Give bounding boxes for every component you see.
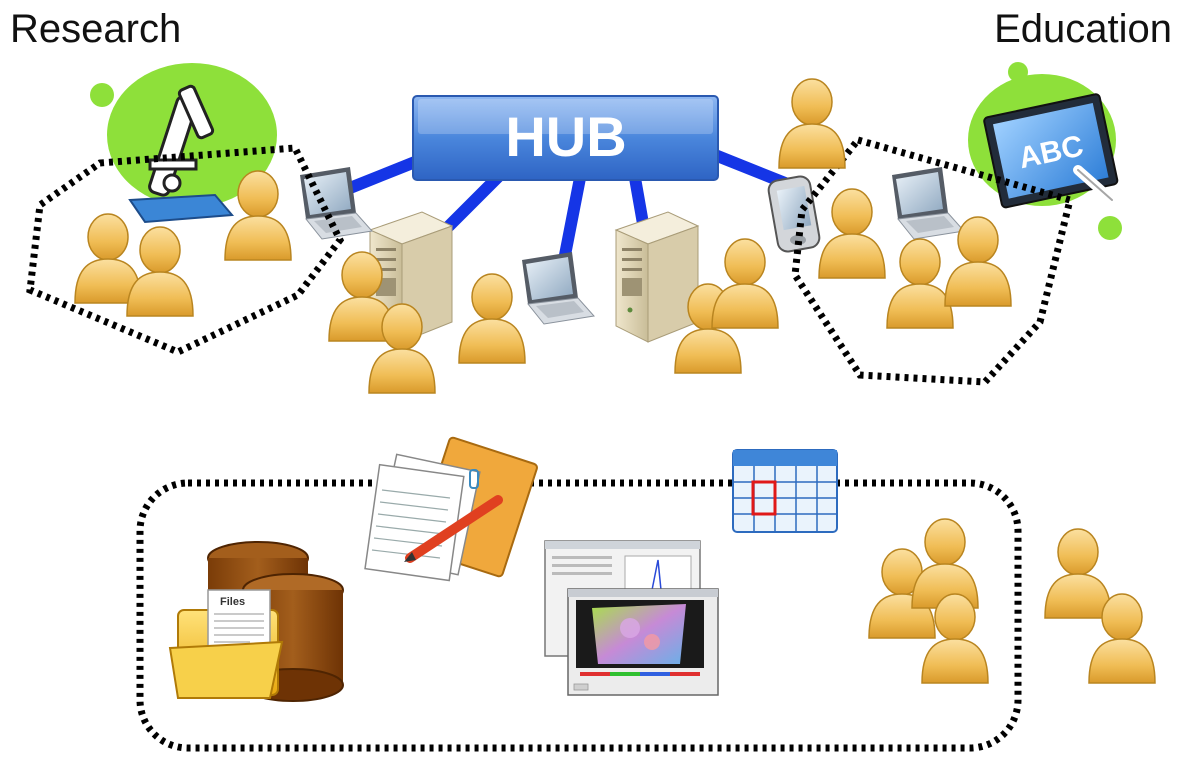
- calendar-icon: [732, 449, 838, 533]
- user-icon: [886, 238, 954, 329]
- research-group-outline: [26, 144, 345, 356]
- user-icon: [818, 188, 886, 279]
- laptop-icon: [891, 166, 965, 240]
- server-icon: [615, 211, 699, 343]
- files-folder-icon: Files: [168, 589, 284, 699]
- user-icon: [1044, 528, 1112, 619]
- hub-box: HUB: [412, 95, 719, 181]
- resources-group-outline: [136, 479, 1022, 752]
- chalkboard-abc-icon: ABC: [968, 62, 1122, 240]
- user-icon: [778, 78, 846, 169]
- user-icon: [711, 238, 779, 329]
- resource-users: [868, 518, 1156, 684]
- laptop-icon: [521, 251, 595, 325]
- user-icon: [126, 226, 194, 317]
- research-label: Research: [10, 7, 181, 51]
- hub-label: HUB: [505, 105, 626, 168]
- documents-notebook-icon: [364, 436, 538, 582]
- education-group-outline: [791, 135, 1075, 386]
- user-icon: [458, 273, 526, 364]
- pda-icon: [767, 175, 821, 253]
- visualization-tool-icon: [544, 540, 719, 696]
- files-label: Files: [220, 596, 245, 608]
- education-label: Education: [994, 7, 1172, 51]
- user-icon: [911, 518, 979, 609]
